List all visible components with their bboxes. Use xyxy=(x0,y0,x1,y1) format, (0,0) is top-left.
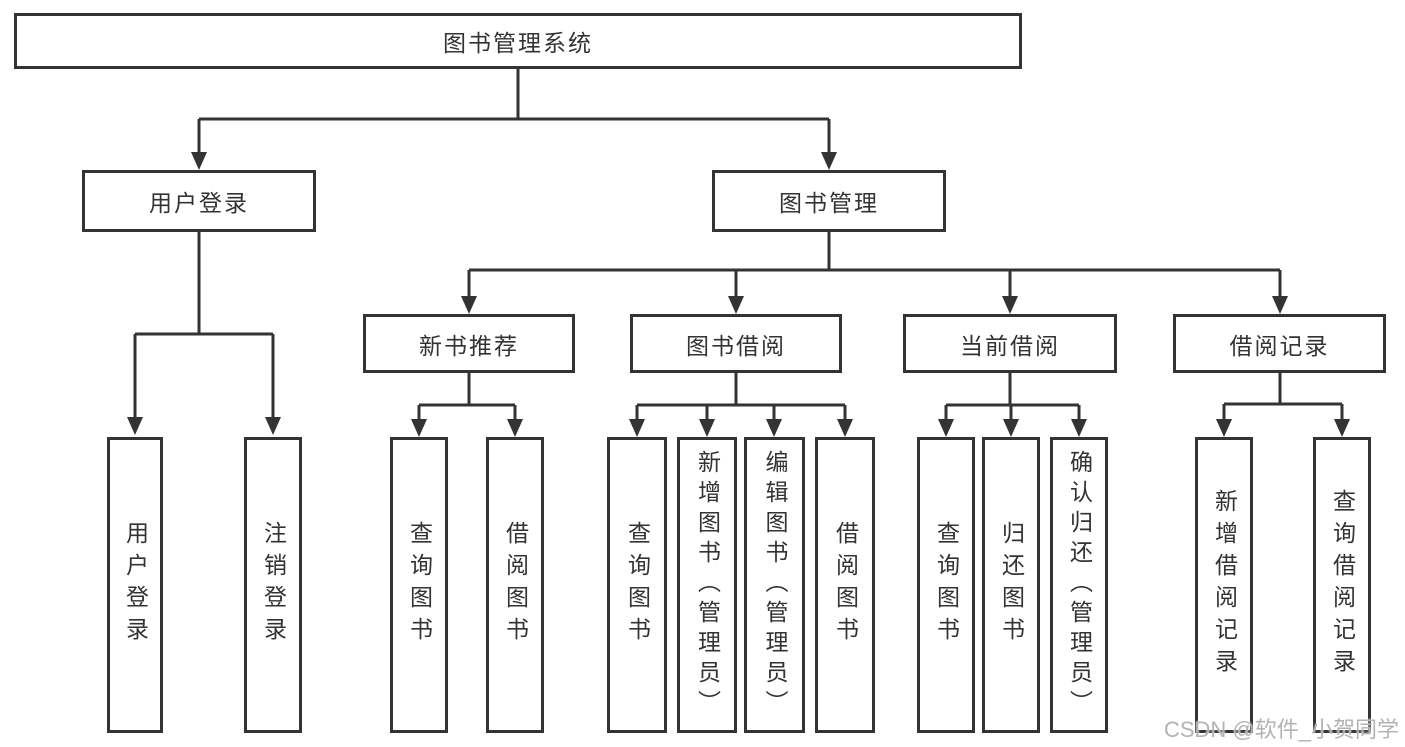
node-root-system: 图书管理系统 xyxy=(14,13,1022,69)
leaf-records-query-record: 查询借阅记录 xyxy=(1313,437,1371,733)
node-user-login: 用户登录 xyxy=(82,170,316,232)
leaf-borrow-borrow-books: 借阅图书 xyxy=(815,437,875,733)
node-book-management-label: 图书管理 xyxy=(779,190,879,216)
leaf-logout-label: 注销登录 xyxy=(260,521,287,649)
leaf-borrow-edit-books-admin-label: 编辑图书（管理员） xyxy=(762,450,788,720)
node-borrow-records-label: 借阅记录 xyxy=(1229,332,1330,359)
leaf-borrow-edit-books-admin: 编辑图书（管理员） xyxy=(744,437,805,733)
node-book-borrow-label: 图书借阅 xyxy=(686,332,786,359)
leaf-user-login: 用户登录 xyxy=(107,437,163,733)
node-root-system-label: 图书管理系统 xyxy=(443,30,593,56)
leaf-recommend-query-books-label: 查询图书 xyxy=(406,521,433,649)
connector-borrow-to-leaves xyxy=(629,373,853,437)
leaf-user-login-label: 用户登录 xyxy=(122,521,149,649)
node-book-management: 图书管理 xyxy=(712,170,946,232)
leaf-current-query-books-label: 查询图书 xyxy=(933,521,960,649)
node-book-borrow: 图书借阅 xyxy=(630,314,842,373)
leaf-logout: 注销登录 xyxy=(244,437,302,733)
leaf-borrow-query-books-label: 查询图书 xyxy=(624,521,651,649)
leaf-current-return-books: 归还图书 xyxy=(982,437,1040,733)
leaf-records-add-record-label: 新增借阅记录 xyxy=(1211,489,1238,681)
leaf-recommend-borrow-books: 借阅图书 xyxy=(486,437,544,733)
node-new-book-recommend-label: 新书推荐 xyxy=(419,332,519,359)
leaf-borrow-borrow-books-label: 借阅图书 xyxy=(832,521,859,649)
leaf-borrow-query-books: 查询图书 xyxy=(607,437,667,733)
leaf-recommend-borrow-books-label: 借阅图书 xyxy=(502,521,529,649)
node-borrow-records: 借阅记录 xyxy=(1173,314,1386,373)
leaf-current-query-books: 查询图书 xyxy=(917,437,975,733)
leaf-recommend-query-books: 查询图书 xyxy=(390,437,448,733)
connector-recommend-to-leaves xyxy=(411,373,523,437)
leaf-records-add-record: 新增借阅记录 xyxy=(1195,437,1253,733)
leaf-current-confirm-return-admin-label: 确认归还（管理员） xyxy=(1066,450,1093,720)
node-current-borrow-label: 当前借阅 xyxy=(960,332,1060,359)
connector-records-to-leaves xyxy=(1216,373,1350,437)
connector-management-to-level3 xyxy=(461,232,1288,314)
node-current-borrow: 当前借阅 xyxy=(903,314,1117,373)
leaf-borrow-add-books-admin: 新增图书（管理员） xyxy=(677,437,737,733)
node-new-book-recommend: 新书推荐 xyxy=(363,314,575,373)
leaf-current-confirm-return-admin: 确认归还（管理员） xyxy=(1050,437,1108,733)
connector-root-to-level2 xyxy=(191,69,837,170)
leaf-current-return-books-label: 归还图书 xyxy=(998,521,1025,649)
csdn-watermark: CSDN @软件_小贺同学 xyxy=(1163,717,1399,742)
node-user-login-label: 用户登录 xyxy=(149,190,249,216)
leaf-borrow-add-books-admin-label: 新增图书（管理员） xyxy=(694,450,721,720)
connector-login-to-leaves xyxy=(127,232,281,435)
connector-current-to-leaves xyxy=(938,373,1087,437)
leaf-records-query-record-label: 查询借阅记录 xyxy=(1329,489,1356,681)
